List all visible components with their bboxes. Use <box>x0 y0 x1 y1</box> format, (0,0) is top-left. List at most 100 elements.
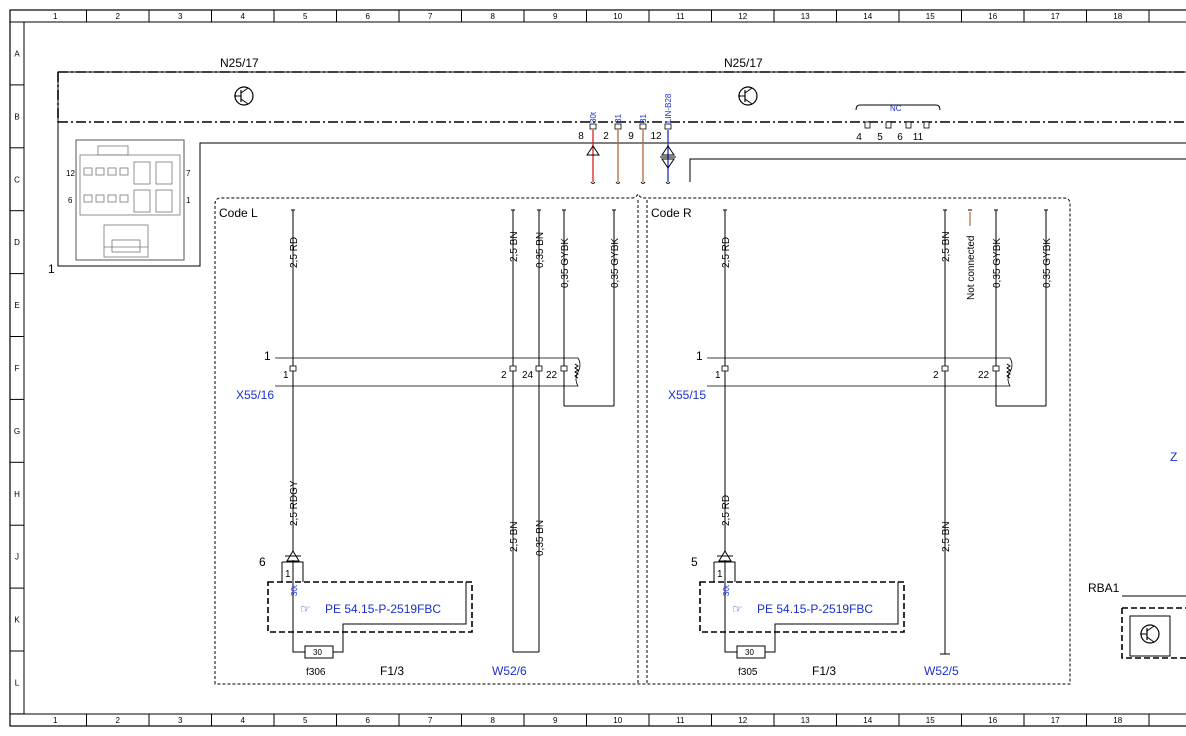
column-label: 13 <box>801 12 810 21</box>
left-pin-22: 22 <box>546 370 558 381</box>
row-label: K <box>14 616 20 625</box>
column-label: 12 <box>738 12 747 21</box>
z-partial-label: Z <box>1170 450 1177 464</box>
rba1-label: RBA1 <box>1088 581 1120 595</box>
row-label: D <box>14 238 20 247</box>
column-label: 4 <box>241 716 246 725</box>
left-wire-1: 2,5 RD <box>289 237 300 268</box>
left-wiring <box>267 209 616 659</box>
left-pin-24: 24 <box>522 370 534 381</box>
connector-item-number: 1 <box>48 262 55 276</box>
left-wire-3: 0,35 BN <box>535 232 546 268</box>
right-wire-not-connected: Not connected <box>966 236 977 301</box>
column-label: 14 <box>863 12 872 21</box>
code-box-outlines <box>214 192 1071 685</box>
column-label: 8 <box>491 12 496 21</box>
column-label: 10 <box>613 716 622 725</box>
column-label: 17 <box>1051 716 1060 725</box>
right-wire-2: 2,5 BN <box>941 231 952 262</box>
column-label: 6 <box>366 716 371 725</box>
column-label: 4 <box>241 12 246 21</box>
right-wiring <box>699 209 1048 659</box>
left-wire-5: 0,35 GYBK <box>610 238 621 288</box>
column-label: 18 <box>1113 716 1122 725</box>
left-ground-link[interactable]: W52/6 <box>492 664 527 678</box>
n25-module-outline <box>57 71 1186 267</box>
left-wire-2: 2,5 BN <box>509 231 520 262</box>
column-label: 16 <box>988 716 997 725</box>
right-fuse-value: 30 <box>745 648 754 657</box>
column-label: 12 <box>738 716 747 725</box>
column-label: 1 <box>53 716 58 725</box>
top-pin-number: 2 <box>603 131 609 142</box>
column-label: 15 <box>926 716 935 725</box>
column-label: 5 <box>303 716 308 725</box>
right-ground-link[interactable]: W52/5 <box>924 664 959 678</box>
column-label: 11 <box>676 12 685 21</box>
column-label: 9 <box>553 12 558 21</box>
top-pin-terminal <box>589 123 597 130</box>
column-label: 3 <box>178 12 183 21</box>
column-label: 7 <box>428 12 433 21</box>
right-pin-22: 22 <box>978 370 990 381</box>
column-label: 6 <box>366 12 371 21</box>
right-fuse-number: 5 <box>691 555 698 569</box>
nc-pin-number: 4 <box>856 132 862 143</box>
transistor-icon <box>738 86 758 106</box>
row-label: A <box>14 49 20 58</box>
column-label: 7 <box>428 716 433 725</box>
connector-pin-7-label: 7 <box>186 169 191 178</box>
left-wire-4: 0,35 GYBK <box>560 238 571 288</box>
right-fuse-id: f305 <box>738 667 758 678</box>
connector-pin-6-label: 6 <box>68 196 73 205</box>
n25-right-label: N25/17 <box>724 56 763 70</box>
right-pin-1: 1 <box>715 370 721 381</box>
right-fuse-block: F1/3 <box>812 664 836 678</box>
top-pin-terminal <box>614 123 622 130</box>
right-reference-link[interactable]: PE 54.15-P-2519FBC <box>757 602 873 616</box>
column-label: 9 <box>553 716 558 725</box>
left-fuse-number: 6 <box>259 555 266 569</box>
column-label: 15 <box>926 12 935 21</box>
top-pin-terminal <box>639 123 647 130</box>
left-pin-1: 1 <box>283 370 289 381</box>
nc-pin-terminal <box>885 121 892 129</box>
row-label: J <box>15 553 19 562</box>
left-fuse-block: F1/3 <box>380 664 404 678</box>
left-connector-link[interactable]: X55/16 <box>236 388 274 402</box>
right-wire-5: 0,35 GYBK <box>1042 238 1053 288</box>
right-pin-2: 2 <box>933 370 939 381</box>
right-connector-link[interactable]: X55/15 <box>668 388 706 402</box>
rba1-module <box>1121 595 1186 659</box>
row-label: L <box>15 678 20 687</box>
left-fuse-pin-label: 30t <box>290 584 299 596</box>
row-label: H <box>14 490 20 499</box>
top-pin-number: 12 <box>650 131 662 142</box>
left-lower-wire-2: 2,5 BN <box>509 521 520 552</box>
left-lower-wire-1: 2,5 RDGY <box>289 480 300 526</box>
column-label: 16 <box>988 12 997 21</box>
left-reference-icon: ☞ <box>300 602 311 616</box>
row-label: E <box>14 301 19 310</box>
nc-pin-terminal <box>905 121 912 129</box>
column-label: 14 <box>863 716 872 725</box>
right-wire-1: 2,5 RD <box>721 237 732 268</box>
left-fuse-pin: 1 <box>285 569 291 580</box>
left-reference-link[interactable]: PE 54.15-P-2519FBC <box>325 602 441 616</box>
top-pin-terminals <box>586 130 1186 184</box>
right-reference-icon: ☞ <box>732 602 743 616</box>
code-l-label: Code L <box>219 206 258 220</box>
right-wire-4: 0,35 GYBK <box>992 238 1003 288</box>
column-label: 8 <box>491 716 496 725</box>
column-label: 17 <box>1051 12 1060 21</box>
code-r-label: Code R <box>651 206 692 220</box>
top-pin-label: 31 <box>614 114 623 123</box>
top-pin-label: 31 <box>639 114 648 123</box>
nc-pin-number: 11 <box>913 132 924 143</box>
